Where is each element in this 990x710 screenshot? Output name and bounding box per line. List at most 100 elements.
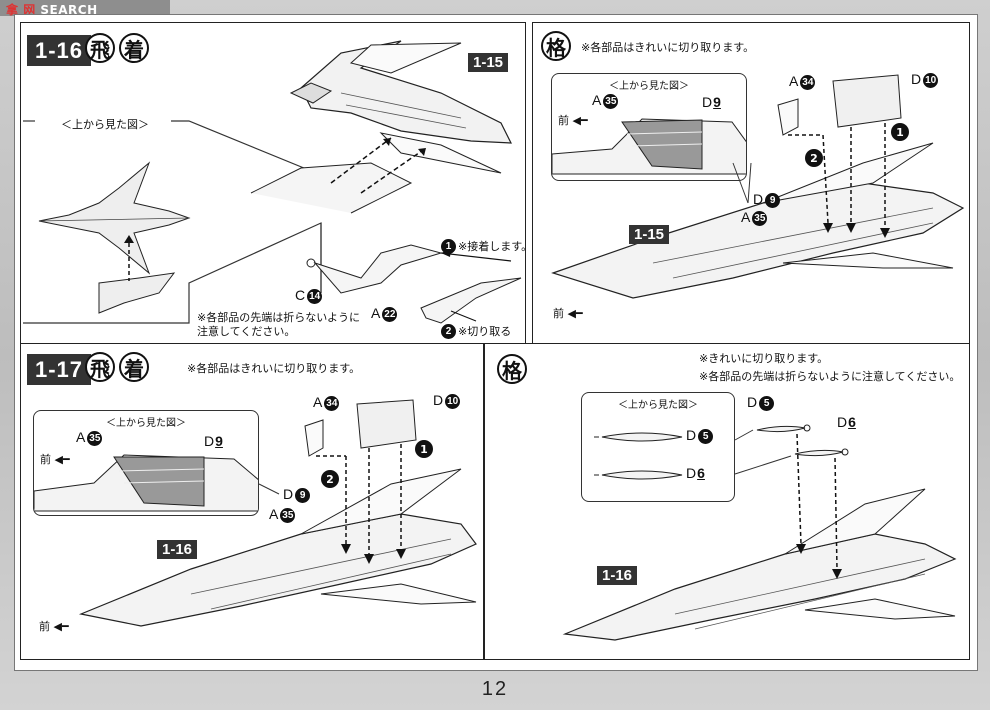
inset-front-label: 前 ◀━ bbox=[558, 112, 588, 128]
part-letter: D bbox=[911, 71, 922, 87]
part-number: 22 bbox=[382, 307, 398, 322]
part-number: 10 bbox=[445, 394, 461, 409]
instruction-text: ※切り取る bbox=[458, 325, 512, 338]
part-number: 9 bbox=[295, 488, 311, 503]
inset-front-label: 前 ◀━ bbox=[40, 451, 70, 467]
front-text: 前 bbox=[39, 620, 50, 633]
part-letter: D bbox=[747, 394, 758, 410]
part-letter: D bbox=[702, 94, 713, 110]
arrow-left-icon: ◀━ bbox=[54, 453, 70, 466]
sub-assembly-tag: 1-15 bbox=[629, 225, 670, 244]
panel-step-1-17-kaku: 格 ※きれいに切り取ります。 ※各部品の先端は折らないように注意してください。 … bbox=[484, 343, 970, 660]
step-circle: 2 bbox=[441, 324, 456, 339]
front-text: 前 bbox=[558, 114, 569, 127]
front-text: 前 bbox=[40, 453, 51, 466]
part-number: 34 bbox=[800, 75, 816, 90]
part-label-d6: D6 bbox=[837, 414, 856, 430]
step-2-circle: 2 bbox=[321, 470, 339, 488]
part-number: 6 bbox=[848, 414, 856, 430]
step-number-badge: 1-17 bbox=[27, 354, 92, 385]
inset-title: ＜上から見た図＞ bbox=[609, 81, 689, 92]
inset-ship-drawing bbox=[552, 118, 746, 175]
instruction-glue: 1※接着します。 bbox=[441, 238, 526, 254]
kanji-hi-icon: 飛 bbox=[85, 33, 115, 63]
kanji-chaku-icon: 着 bbox=[119, 33, 149, 63]
cut-note: ※きれいに切り取ります。 bbox=[699, 352, 829, 365]
cut-note: ※各部品はきれいに切り取ります。 bbox=[187, 362, 361, 375]
watermark-prefix: 拿 bbox=[6, 3, 19, 17]
ship-assembly-drawing bbox=[78, 399, 477, 627]
panel-step-1-17: 1-17 飛 着 ※各部品はきれいに切り取ります。 ＜上から見た図＞ 前 ◀━ … bbox=[20, 343, 484, 660]
part-number: 34 bbox=[324, 396, 340, 411]
step-2-circle: 2 bbox=[805, 149, 823, 167]
part-letter: D bbox=[837, 414, 848, 430]
part-number: 9 bbox=[713, 94, 721, 110]
part-letter: D bbox=[686, 427, 697, 443]
part-letter: A bbox=[313, 394, 323, 410]
part-number: 35 bbox=[87, 431, 103, 446]
inset-parts-drawing bbox=[594, 432, 683, 480]
part-number: 10 bbox=[923, 73, 939, 88]
part-letter: A bbox=[592, 92, 602, 108]
part-letter: D bbox=[753, 191, 764, 207]
top-view-title: ＜上から見た図＞ bbox=[61, 118, 149, 131]
step-1-circle: 1 bbox=[891, 123, 909, 141]
ship-assembly-drawing bbox=[562, 424, 957, 641]
ship-assembly-drawing bbox=[551, 74, 965, 299]
part-letter: A bbox=[741, 209, 751, 225]
part-number: 35 bbox=[752, 211, 768, 226]
part-number: 6 bbox=[697, 465, 705, 481]
kanji-hi-icon: 飛 bbox=[85, 352, 115, 382]
part-letter: D bbox=[204, 433, 215, 449]
inset-title: ＜上から見た図＞ bbox=[106, 418, 186, 429]
arrow-left-icon: ◀━ bbox=[567, 307, 583, 320]
part-number: 14 bbox=[307, 289, 323, 304]
front-text: 前 bbox=[553, 307, 564, 320]
part-number: 9 bbox=[765, 193, 781, 208]
arrow-left-icon: ◀━ bbox=[572, 114, 588, 127]
inset-ship-drawing bbox=[34, 454, 258, 512]
kanji-kaku-icon: 格 bbox=[541, 31, 571, 61]
part-number: 9 bbox=[215, 433, 223, 449]
part-letter: C bbox=[295, 287, 306, 303]
top-view-ship-drawing bbox=[38, 161, 191, 314]
watermark-mid: 网 bbox=[23, 3, 36, 17]
caution-note: ※各部品の先端は折らないように注意してください。 bbox=[699, 370, 961, 383]
panel-step-1-16: 1-16 飛 着 ＜上から見た図＞ 1-15 bbox=[20, 22, 526, 345]
sub-assembly-tag: 1-15 bbox=[468, 53, 509, 72]
part-letter: D bbox=[433, 392, 444, 408]
page-number: 12 bbox=[481, 678, 509, 700]
part-letter: A bbox=[371, 305, 381, 321]
cut-note: ※各部品はきれいに切り取ります。 bbox=[581, 41, 755, 54]
step-number-badge: 1-16 bbox=[27, 35, 92, 66]
caution-note: ※各部品の先端は折らないように 注意してください。 bbox=[197, 311, 360, 338]
watermark-suffix: SEARCH bbox=[40, 3, 98, 17]
parts-detail-drawing bbox=[306, 244, 522, 324]
part-letter: A bbox=[789, 73, 799, 89]
kanji-kaku-icon: 格 bbox=[497, 354, 527, 384]
front-direction-label: 前 ◀━ bbox=[553, 305, 583, 321]
part-letter: A bbox=[269, 506, 279, 522]
part-number: 35 bbox=[603, 94, 619, 109]
part-number: 35 bbox=[280, 508, 296, 523]
step-circle: 1 bbox=[441, 239, 456, 254]
part-letter: D bbox=[283, 486, 294, 502]
part-letter: D bbox=[686, 465, 697, 481]
instruction-text: ※接着します。 bbox=[458, 240, 526, 253]
part-number: 5 bbox=[759, 396, 775, 411]
arrow-left-icon: ◀━ bbox=[53, 620, 69, 633]
part-number: 5 bbox=[698, 429, 714, 444]
